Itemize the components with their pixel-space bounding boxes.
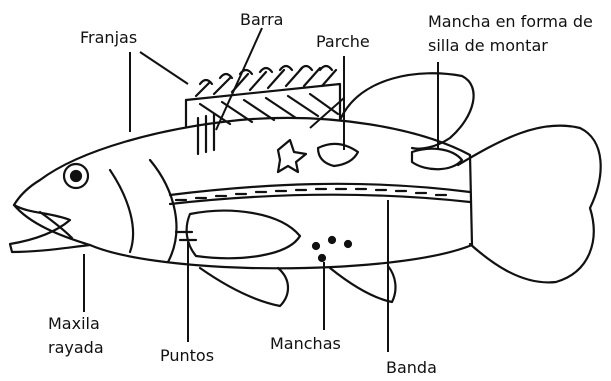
label-banda: Banda — [386, 358, 437, 377]
bar-mark — [198, 114, 214, 154]
label-parche: Parche — [316, 32, 370, 51]
gill-cover — [150, 160, 176, 262]
label-silla-line2: silla de montar — [428, 36, 548, 55]
pectoral-fin — [187, 211, 300, 259]
label-maxila-line2: rayada — [48, 338, 104, 357]
spot — [313, 243, 319, 249]
label-franjas: Franjas — [80, 28, 137, 47]
pelvic-fin — [200, 268, 288, 306]
label-silla-line1: Mancha en forma de — [428, 12, 593, 31]
saddle-patch — [412, 149, 462, 170]
label-maxila-line1: Maxila — [48, 314, 100, 333]
label-barra: Barra — [240, 10, 283, 29]
patch-mark — [278, 140, 306, 172]
dorsal-fin-soft — [340, 73, 474, 148]
pointer-franjas — [130, 52, 188, 132]
pointer-barra — [216, 28, 262, 130]
label-manchas: Manchas — [270, 334, 341, 353]
tail-fin — [458, 126, 601, 283]
pointer-parche — [310, 56, 344, 150]
label-puntos: Puntos — [160, 346, 214, 365]
anal-fin — [330, 266, 395, 302]
